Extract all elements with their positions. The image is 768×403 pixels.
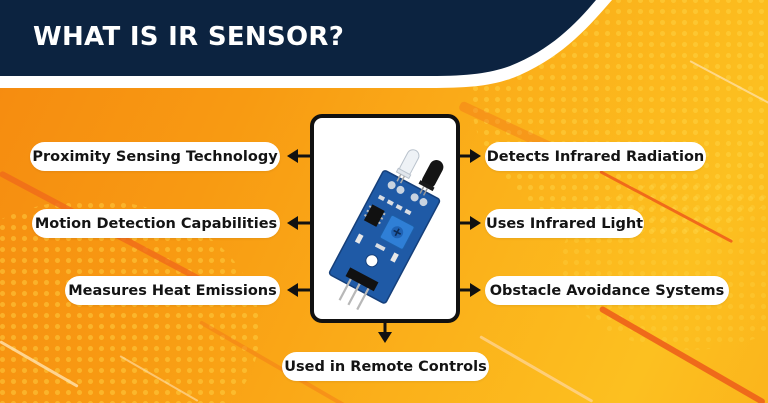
- feature-label: Used in Remote Controls: [284, 358, 487, 375]
- feature-pill-motion-detection: Motion Detection Capabilities: [32, 209, 280, 238]
- feature-label: Measures Heat Emissions: [68, 282, 277, 299]
- feature-pill-obstacle-avoidance: Obstacle Avoidance Systems: [485, 276, 729, 305]
- feature-pill-infrared-radiation: Detects Infrared Radiation: [485, 142, 706, 171]
- feature-label: Proximity Sensing Technology: [32, 148, 278, 165]
- sensor-image-frame: [310, 114, 460, 323]
- feature-label: Uses Infrared Light: [485, 215, 644, 232]
- feature-label: Obstacle Avoidance Systems: [489, 282, 725, 299]
- feature-pill-infrared-light: Uses Infrared Light: [485, 209, 644, 238]
- header-banner: [0, 0, 612, 88]
- feature-pill-remote-controls: Used in Remote Controls: [282, 352, 489, 381]
- halftone-dots-right: [560, 180, 768, 350]
- feature-pill-heat-emissions: Measures Heat Emissions: [65, 276, 280, 305]
- page-title: WHAT IS IR SENSOR?: [33, 22, 345, 52]
- feature-label: Motion Detection Capabilities: [34, 215, 278, 232]
- ir-sensor-module-icon: [328, 149, 444, 311]
- feature-label: Detects Infrared Radiation: [486, 148, 705, 165]
- feature-pill-proximity-sensing: Proximity Sensing Technology: [30, 142, 280, 171]
- header-navy-shape: [0, 0, 596, 76]
